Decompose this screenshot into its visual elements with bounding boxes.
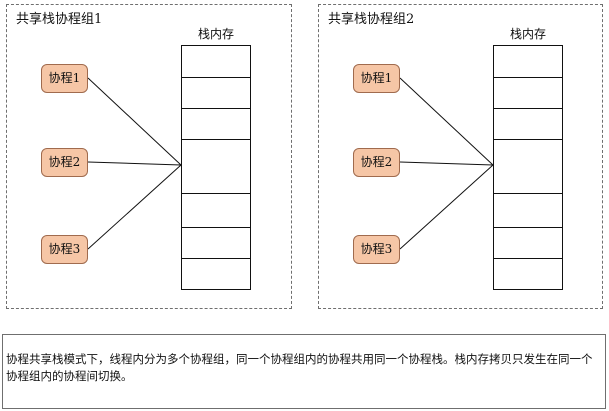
stack-cell-divider bbox=[182, 108, 250, 109]
stack-cell-divider bbox=[494, 258, 562, 259]
connector-line-3 bbox=[399, 164, 494, 250]
stack-cell-divider bbox=[494, 193, 562, 194]
group-title: 共享栈协程组2 bbox=[328, 12, 415, 27]
description-box: 协程共享栈模式下，线程内分为多个协程组，同一个协程组内的协程共用同一个协程栈。栈… bbox=[2, 334, 606, 409]
connector-line-3 bbox=[87, 164, 182, 250]
stack-cell-divider bbox=[182, 77, 250, 78]
stack-cell-divider bbox=[494, 108, 562, 109]
connector-line-1 bbox=[399, 77, 494, 166]
connector-line-2 bbox=[87, 161, 182, 166]
connector-line-1 bbox=[87, 77, 182, 166]
coroutine-group-2: 共享栈协程组2 栈内存 协程1 协程2 协程3 bbox=[318, 4, 603, 309]
connector-lines bbox=[87, 77, 182, 250]
coroutine-1: 协程1 bbox=[353, 64, 400, 93]
stack-memory bbox=[181, 45, 251, 290]
coroutine-2: 协程2 bbox=[353, 148, 400, 177]
stack-cell-divider bbox=[494, 77, 562, 78]
stack-memory-label: 栈内存 bbox=[197, 27, 234, 41]
stack-memory-label: 栈内存 bbox=[509, 27, 546, 41]
coroutine-2: 协程2 bbox=[41, 148, 88, 177]
stack-cell-divider bbox=[182, 227, 250, 228]
coroutine-group-1: 共享栈协程组1 栈内存 协程1 协程2 协程3 bbox=[6, 4, 292, 309]
coroutine-3: 协程3 bbox=[353, 235, 400, 264]
coroutine-3: 协程3 bbox=[41, 235, 88, 264]
stack-cell-divider bbox=[182, 193, 250, 194]
stack-cell-divider bbox=[494, 227, 562, 228]
stack-cell-divider bbox=[182, 258, 250, 259]
connector-lines bbox=[399, 77, 494, 250]
description-text: 协程共享栈模式下，线程内分为多个协程组，同一个协程组内的协程共用同一个协程栈。栈… bbox=[6, 352, 593, 383]
stack-memory bbox=[493, 45, 563, 290]
group-title: 共享栈协程组1 bbox=[16, 12, 103, 27]
connector-line-2 bbox=[399, 161, 494, 166]
stack-cell-divider bbox=[182, 139, 250, 140]
coroutine-1: 协程1 bbox=[41, 64, 88, 93]
stack-cell-divider bbox=[494, 139, 562, 140]
